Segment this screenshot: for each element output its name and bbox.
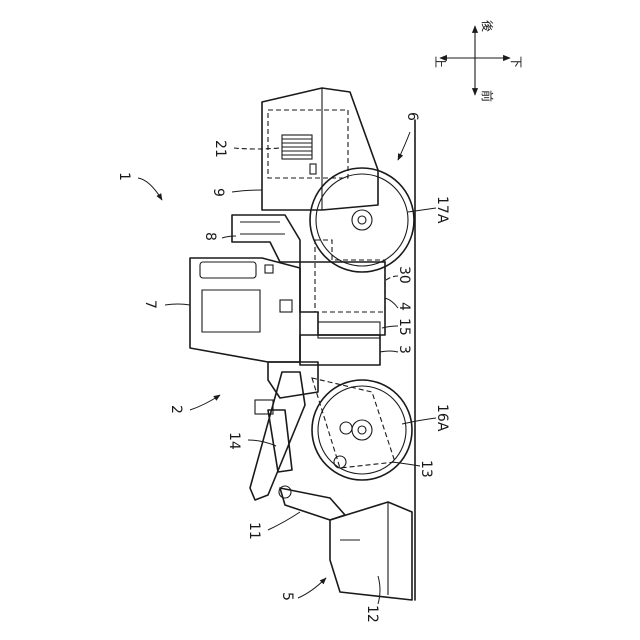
ref-7: 7	[142, 300, 158, 309]
ref-11-leader	[268, 512, 300, 530]
ref-12-leader	[378, 576, 380, 604]
rear-wheel	[310, 168, 414, 272]
ref-1: 1	[116, 172, 132, 181]
lift-arm	[250, 372, 305, 500]
reference-labels: 1 2 3 4 5 6 7 8 9 11 12 13 14 15 16A 17A	[116, 112, 450, 623]
orientation-indicator: 後 上 下 前	[433, 20, 523, 102]
bell-crank	[280, 488, 345, 520]
ref-4: 4	[396, 302, 412, 311]
radiator-dashed-outline	[268, 110, 348, 178]
ref-3-leader	[380, 351, 398, 352]
ref-9-leader	[232, 190, 262, 192]
ref-8-leader	[222, 236, 236, 238]
rear-tire	[310, 168, 414, 272]
direction-down-label: 下	[509, 56, 523, 68]
cab-window-top	[200, 262, 256, 278]
operator-cab	[190, 258, 300, 362]
front-frame	[300, 335, 380, 365]
direction-front-label: 前	[480, 90, 495, 102]
rear-tire-inner	[316, 174, 408, 266]
ref-7-leader	[165, 304, 190, 305]
ref-5: 5	[279, 592, 295, 601]
hood-latch	[310, 164, 316, 174]
ref-2-leader	[190, 395, 220, 410]
engine-hood	[262, 88, 378, 210]
cab-light	[265, 265, 273, 273]
ref-9: 9	[210, 188, 226, 197]
ref-30: 30	[396, 266, 412, 284]
bucket	[330, 502, 412, 600]
ref-5-leader	[298, 578, 326, 598]
ref-21-leader	[234, 148, 280, 149]
direction-up-label: 上	[433, 56, 447, 68]
ref-17a: 17A	[434, 196, 450, 224]
front-tire	[312, 380, 412, 480]
ref-8: 8	[202, 232, 218, 241]
ref-3: 3	[396, 345, 412, 354]
rear-hub	[352, 210, 372, 230]
direction-back-label: 後	[480, 20, 494, 32]
wheel-loader-body	[190, 88, 415, 600]
ref-1-leader	[138, 178, 162, 200]
ref-21: 21	[212, 140, 228, 158]
rear-frame-dashed-outline	[315, 240, 385, 312]
ref-16a-leader	[402, 418, 436, 424]
front-wheel	[312, 380, 412, 480]
rear-axle-center	[358, 216, 366, 224]
ref-14: 14	[226, 432, 242, 450]
rear-frame	[300, 262, 385, 335]
ref-6-leader	[398, 132, 410, 160]
cab-handle	[280, 300, 292, 312]
ref-2: 2	[168, 405, 184, 414]
ref-6: 6	[404, 112, 420, 121]
ref-12: 12	[364, 605, 380, 623]
lift-cylinder	[268, 410, 292, 472]
radiator-grille-lines	[282, 139, 312, 155]
ref-11: 11	[246, 522, 262, 540]
ref-13: 13	[418, 460, 434, 478]
ref-16a: 16A	[434, 404, 450, 432]
link-pin-upper	[340, 422, 352, 434]
cab-door-window	[202, 290, 260, 332]
front-hub	[352, 420, 372, 440]
ref-15: 15	[396, 318, 412, 336]
front-tire-inner	[318, 386, 406, 474]
front-axle-center	[358, 426, 366, 434]
